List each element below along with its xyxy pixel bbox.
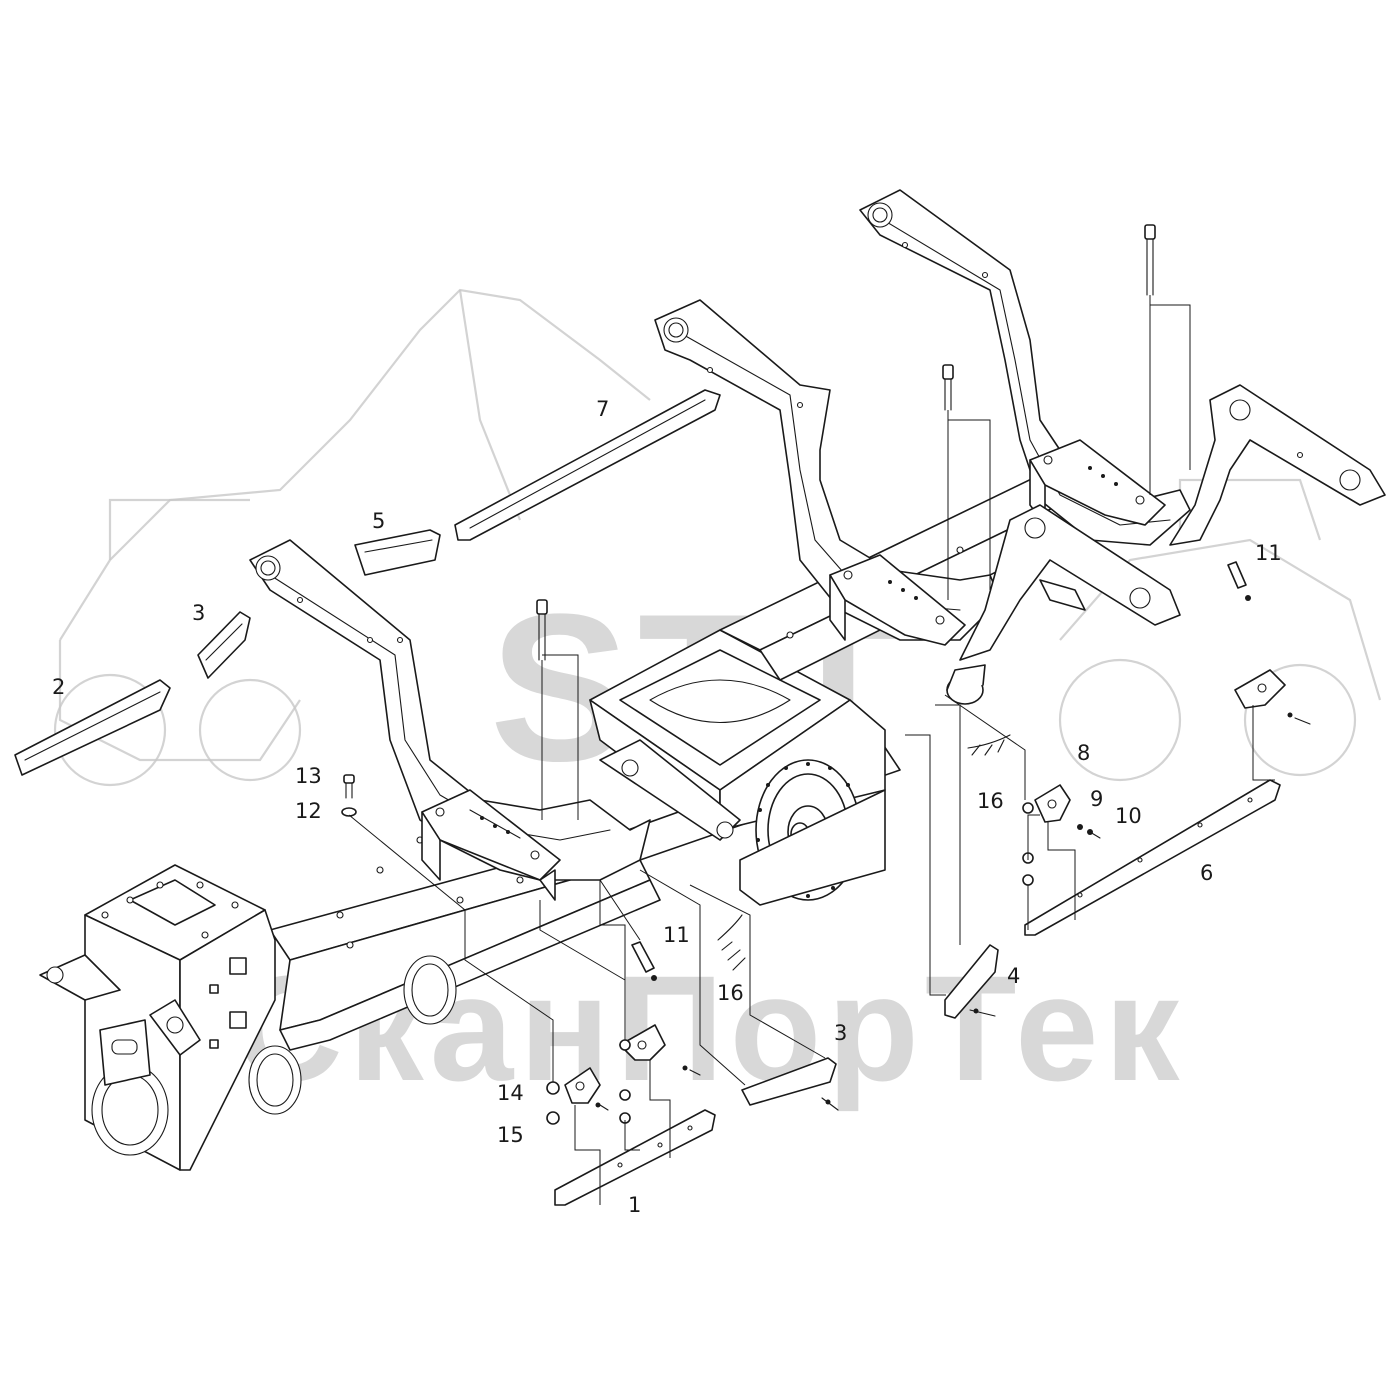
callout-7: 7 <box>596 397 609 421</box>
callout-2: 2 <box>52 675 65 699</box>
callout-12: 12 <box>295 799 322 823</box>
callout-9: 9 <box>1090 787 1103 811</box>
leg-frame-middle <box>599 299 1001 841</box>
bracket-hardware <box>341 561 1311 1125</box>
part-5-bracket <box>354 529 441 576</box>
callout-3-upper: 3 <box>192 601 205 625</box>
callout-6: 6 <box>1200 861 1213 885</box>
vertical-mount-bolts <box>536 224 1191 820</box>
callout-10: 10 <box>1115 804 1142 828</box>
part-1-guide-bar <box>554 1109 716 1206</box>
part-7-wear-strip <box>454 389 721 541</box>
left-axle-housing <box>39 864 276 1171</box>
callout-labels: 1 2 3 3 4 5 6 7 8 9 10 11 11 12 13 14 15… <box>52 397 1282 1217</box>
callout-5: 5 <box>372 509 385 533</box>
callout-16-upper: 16 <box>977 789 1004 813</box>
callout-13: 13 <box>295 764 322 788</box>
part-2-wear-strip <box>14 679 171 776</box>
callout-14: 14 <box>497 1081 524 1105</box>
callout-16-lower: 16 <box>717 981 744 1005</box>
callout-3-lower: 3 <box>834 1021 847 1045</box>
callout-8: 8 <box>1077 741 1090 765</box>
part-3-plate-upper <box>197 611 251 679</box>
part-4-plate <box>944 944 999 1019</box>
leg-frame-right-lower <box>959 504 1181 661</box>
watermark-machine-outline <box>53 288 1382 787</box>
callout-15: 15 <box>497 1123 524 1147</box>
callout-11-upper: 11 <box>1255 541 1282 565</box>
leader-lines <box>539 694 1275 1205</box>
callout-11-lower: 11 <box>663 923 690 947</box>
callout-1: 1 <box>628 1193 641 1217</box>
callout-4: 4 <box>1007 964 1020 988</box>
leg-frame-front <box>249 539 651 901</box>
leg-frame-rear <box>859 189 1386 546</box>
part-3-plate-lower <box>741 1057 837 1106</box>
